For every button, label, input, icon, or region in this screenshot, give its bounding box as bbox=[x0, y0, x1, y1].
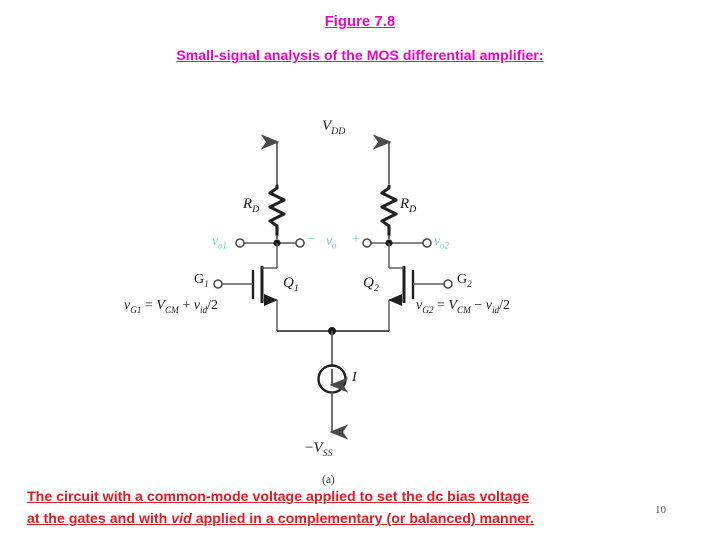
source-arrow-q2 bbox=[388, 294, 402, 306]
label-vo-plus: + bbox=[352, 232, 360, 247]
terminal-g1[interactable] bbox=[213, 279, 223, 289]
label-vdd: VDD bbox=[322, 118, 346, 137]
terminal-vo1[interactable] bbox=[235, 238, 245, 248]
tail-node bbox=[277, 327, 389, 366]
terminal-vo-minus[interactable] bbox=[295, 238, 305, 248]
source-arrow-q1 bbox=[264, 294, 278, 306]
label-g2: G2 bbox=[457, 272, 472, 289]
label-rd-right: RD bbox=[400, 196, 417, 215]
label-rd-left: RD bbox=[243, 196, 260, 215]
equation-vg2: vG2 = VCM − vid/2 bbox=[416, 298, 511, 315]
caption-line-2: at the gates and with vid applied in a c… bbox=[27, 508, 647, 530]
label-current-i: I bbox=[352, 370, 357, 385]
label-vo2: vo2 bbox=[434, 233, 449, 251]
label-vss: −VSS bbox=[305, 440, 333, 459]
terminal-g2[interactable] bbox=[443, 279, 453, 289]
figure-sublabel: (a) bbox=[322, 474, 335, 486]
transistor-q1 bbox=[222, 266, 278, 331]
caption-line-2-suffix: applied in a complementary (or balanced)… bbox=[191, 511, 534, 527]
caption-vid-italic: vid bbox=[171, 511, 192, 527]
page-title: Figure 7.8 bbox=[324, 14, 396, 30]
resistor-right-rd bbox=[380, 184, 398, 237]
page-subtitle: Small-signal analysis of the MOS differe… bbox=[176, 47, 544, 63]
equation-vg1: vG1 = VCM + vid/2 bbox=[124, 298, 219, 315]
slide-number: 10 bbox=[655, 504, 666, 516]
circuit-schematic-svg bbox=[213, 134, 453, 440]
transistor-q2 bbox=[388, 266, 444, 331]
label-g1: G1 bbox=[194, 272, 209, 289]
terminal-vo-plus[interactable] bbox=[362, 238, 372, 248]
label-q1: Q1 bbox=[283, 275, 299, 294]
label-vo1: vo1 bbox=[212, 233, 227, 251]
terminal-vo2[interactable] bbox=[422, 238, 432, 248]
resistor-left-rd bbox=[268, 184, 286, 237]
label-q2: Q2 bbox=[363, 275, 379, 294]
label-vo-minus: − bbox=[307, 232, 315, 247]
circuit-diagram: VDD RD RD vo1 − vo + vo2 G1 G2 bbox=[0, 100, 720, 480]
slide-caption: The circuit with a common-mode voltage a… bbox=[27, 486, 647, 530]
caption-line-1: The circuit with a common-mode voltage a… bbox=[27, 489, 530, 505]
current-source-i bbox=[317, 364, 349, 394]
label-vo: vo bbox=[326, 233, 337, 251]
caption-line-2-prefix: at the gates and with bbox=[27, 511, 172, 527]
